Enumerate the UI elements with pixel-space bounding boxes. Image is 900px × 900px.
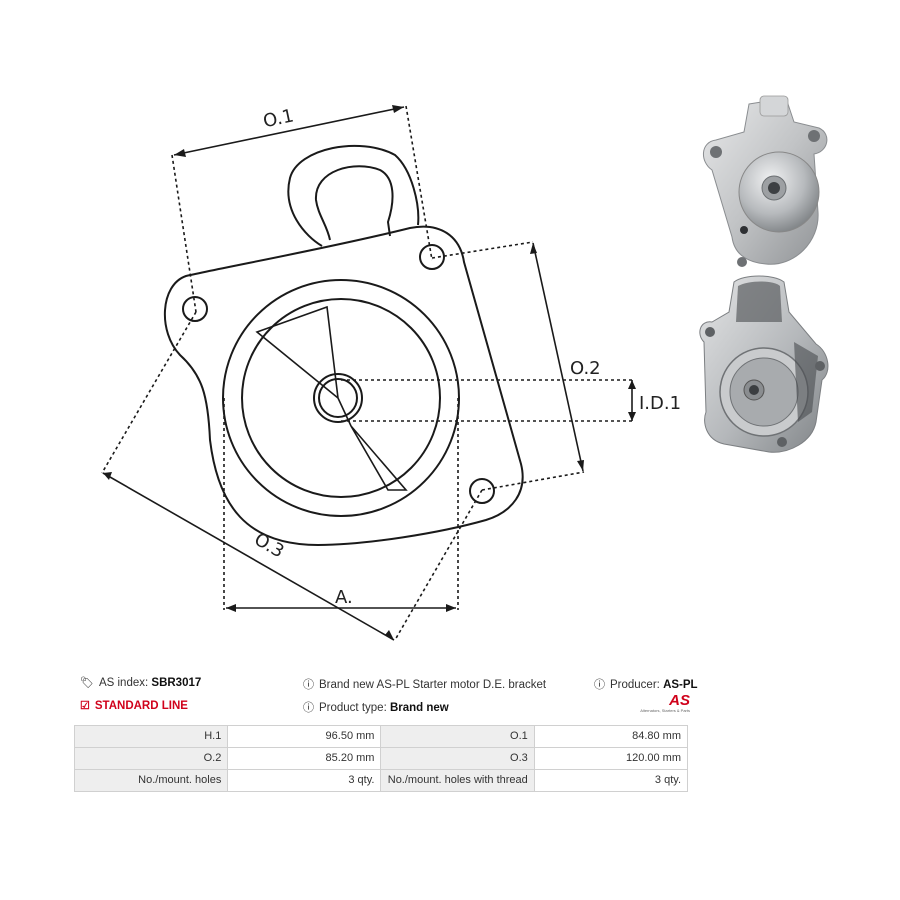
info-icon: ⓘ (594, 679, 605, 691)
o3-label: O.3 (251, 529, 288, 562)
spec-value: 84.80 mm (533, 725, 689, 748)
o2-dimension-line (532, 242, 584, 472)
dimension-lines (102, 106, 633, 641)
technical-drawing: O.1 O.2 O.3 I.D.1 A. (101, 105, 680, 641)
o3-dimension-line (102, 472, 395, 641)
spec-label: O.3 (380, 747, 535, 770)
product-type-value: Brand new (389, 702, 449, 714)
inner-flange-ring (241, 298, 441, 498)
o1-label: O.1 (261, 105, 295, 132)
as-index-value: SBR3017 (151, 677, 202, 689)
dimension-extension-lines (101, 105, 632, 641)
spec-value: 96.50 mm (227, 725, 382, 748)
standard-line: ☑ STANDARD LINE (80, 699, 188, 712)
as-pl-logo: AS Alternators, Starters & Parts (640, 692, 690, 718)
spec-value: 3 qty. (227, 769, 382, 792)
tag-icon: 🏷︎ (80, 677, 94, 689)
lug-inner (314, 165, 394, 241)
spec-label: H.1 (73, 725, 229, 748)
logo-mark: AS (669, 692, 690, 709)
spec-table: H.1 96.50 mm O.1 84.80 mm O.2 85.20 mm O… (73, 725, 689, 792)
spec-value: 3 qty. (533, 769, 689, 792)
info-icon: ⓘ (303, 679, 314, 691)
dimension-arrows (103, 105, 636, 640)
outer-flange-ring (222, 279, 460, 517)
info-icon: ⓘ (303, 702, 314, 714)
mount-hole-top (419, 244, 445, 270)
table-row: O.2 85.20 mm O.3 120.00 mm (73, 747, 689, 770)
producer-label: Producer: (610, 679, 660, 691)
product-type-label: Product type: (319, 702, 387, 714)
bracket-rear-photo (699, 275, 829, 453)
spec-label: O.1 (380, 725, 535, 748)
standard-line-label: STANDARD LINE (94, 700, 188, 712)
spec-value: 120.00 mm (533, 747, 689, 770)
as-index: 🏷︎ AS index: SBR3017 (80, 676, 201, 689)
mount-hole-left (182, 296, 208, 322)
as-index-label: AS index: (98, 677, 149, 689)
spec-label: O.2 (73, 747, 229, 770)
bushing-outer (313, 373, 363, 423)
producer-value: AS-PL (663, 679, 698, 691)
table-row: No./mount. holes 3 qty. No./mount. holes… (73, 769, 689, 792)
mount-hole-bottom (469, 478, 495, 504)
table-row: H.1 96.50 mm O.1 84.80 mm (73, 725, 689, 748)
bore-cutout (255, 305, 408, 491)
product-type: ⓘ Product type: Brand new (303, 699, 449, 715)
a-label: A. (335, 587, 353, 608)
o2-label: O.2 (570, 358, 601, 379)
product-description-text: Brand new AS-PL Starter motor D.E. brack… (319, 679, 547, 691)
producer: ⓘ Producer: AS-PL (594, 676, 698, 692)
lifting-lug (287, 144, 420, 247)
bracket-outline (163, 144, 524, 547)
id1-label: I.D.1 (639, 393, 680, 414)
spec-label: No./mount. holes with thread (380, 769, 535, 792)
o1-dimension-line (173, 106, 405, 156)
spec-label: No./mount. holes (73, 769, 229, 792)
bracket-front-photo (703, 95, 828, 267)
bushing-inner (318, 378, 358, 418)
checkbox-icon: ☑ (80, 700, 90, 712)
product-description: ⓘ Brand new AS-PL Starter motor D.E. brac… (303, 676, 546, 692)
spec-value: 85.20 mm (227, 747, 382, 770)
logo-tagline: Alternators, Starters & Parts (640, 708, 690, 713)
